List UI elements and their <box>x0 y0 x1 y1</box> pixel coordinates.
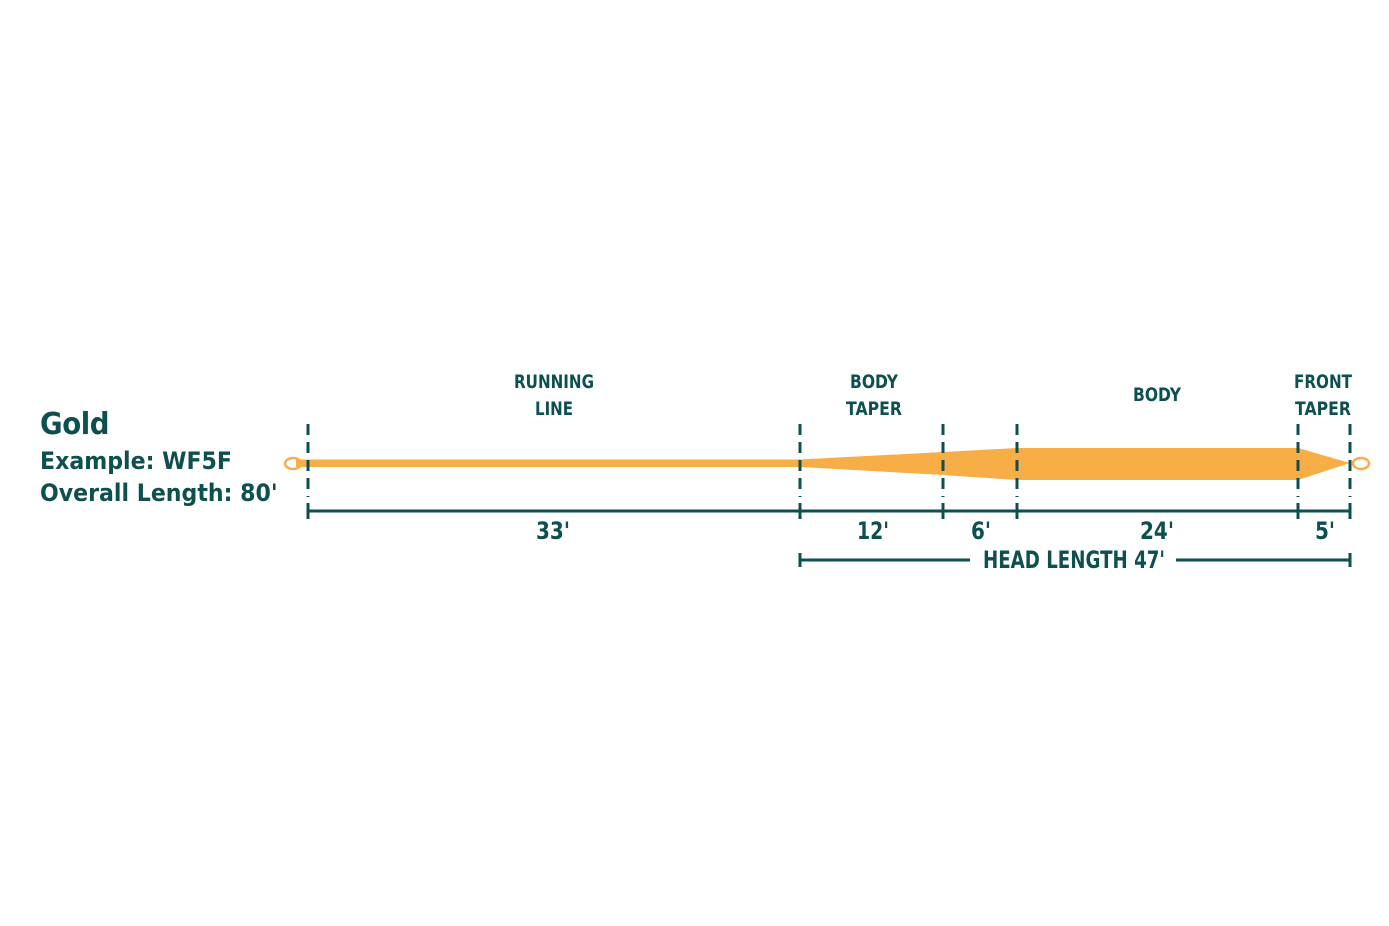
head-length-label: HEAD LENGTH 47' <box>983 546 1165 574</box>
front-taper-label-2: TAPER <box>1295 398 1351 420</box>
line-name: Gold <box>40 407 109 442</box>
line-profile <box>296 448 1350 480</box>
body-taper-length: 12' <box>857 517 889 545</box>
front-taper-label-1: FRONT <box>1294 371 1352 393</box>
line-info: Gold Example: WF5F Overall Length: 80' <box>40 405 298 509</box>
running-line-label-2: LINE <box>535 398 573 420</box>
body-length: 24' <box>1140 517 1174 545</box>
transition-length: 6' <box>971 517 991 545</box>
running-line-length: 33' <box>536 517 570 545</box>
body-label: BODY <box>1133 384 1181 406</box>
example-label: Example: WF5F <box>40 447 232 475</box>
rear-loop-icon <box>283 456 303 471</box>
running-line-label-1: RUNNING <box>514 371 594 393</box>
front-loop-icon <box>1351 456 1371 471</box>
body-taper-label-2: TAPER <box>846 398 902 420</box>
body-taper-label-1: BODY <box>850 371 898 393</box>
overall-length-label: Overall Length: 80' <box>40 479 278 507</box>
front-taper-length: 5' <box>1315 517 1335 545</box>
